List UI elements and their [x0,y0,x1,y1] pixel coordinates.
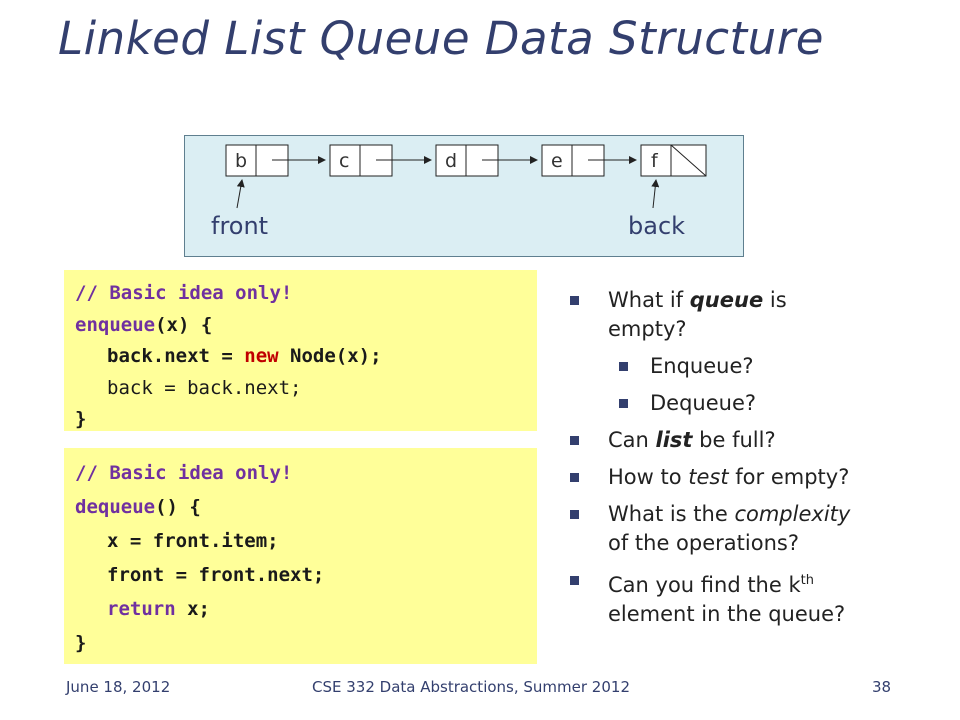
bullet-text: What is the [608,502,735,526]
keyword-new: new [244,345,279,367]
bullet-square-icon [619,362,628,371]
node-e: e [541,144,637,177]
node-label: d [445,150,457,172]
code-line: x = front.item; [107,530,279,552]
bullet-square-icon [570,436,579,445]
enqueue-code-block: // Basic idea only! enqueue(x) { back.ne… [64,270,537,431]
code-line: front = front.next; [107,564,325,586]
bullet-item: What if queue is empty? [570,286,950,344]
back-pointer-arrow [651,179,660,209]
function-name: enqueue [75,313,156,336]
code-close-brace: } [75,408,87,430]
code-signature: enqueue(x) { [75,310,537,342]
signature-rest: () { [155,496,201,518]
bullet-emphasis: queue [689,288,764,312]
linked-list-svg: b c d e f front back [211,144,707,240]
node-d: d [435,144,538,177]
footer-page-number: 38 [872,678,892,696]
node-c: c [329,144,432,177]
bullet-square-icon [570,576,579,585]
bullet-text: Enqueue? [650,354,754,378]
bullet-item: Can list be full? [570,426,950,455]
code-text: Node(x); [278,345,382,367]
code-close-brace: } [75,632,87,654]
slide-title: Linked List Queue Data Structure [58,12,824,65]
code-line: back.next = new Node(x); [75,341,537,373]
code-text: back.next = [107,345,245,367]
bullet-text: for empty? [728,465,850,489]
bullet-text: empty? [608,317,687,341]
bullet-item: Can you find the kth element in the queu… [570,566,950,629]
bullet-emphasis: list [655,428,693,452]
front-pointer-arrow [236,179,245,209]
null-pointer-slash [670,144,707,177]
code-signature: dequeue() { [75,490,537,524]
node-label: f [651,150,659,172]
bullet-item: What is the complexity of the operations… [570,500,950,558]
sub-bullet-item: Dequeue? [570,389,950,418]
linked-list-diagram: b c d e f front back [184,135,744,257]
bullet-item: How to test for empty? [570,463,950,492]
node-label: e [551,150,563,172]
code-line: return x; [75,592,537,626]
back-label: back [628,212,685,240]
node-f: f [640,144,707,177]
bullet-text: be full? [692,428,776,452]
function-name: dequeue [75,496,156,518]
bullet-square-icon [570,473,579,482]
node-b: b [225,144,326,177]
dequeue-code-block: // Basic idea only! dequeue() { x = fron… [64,448,537,664]
node-label: b [235,150,247,172]
bullet-square-icon [570,296,579,305]
front-label: front [211,212,268,240]
bullet-text: Can [608,428,656,452]
code-text: x; [175,598,210,620]
code-line: back = back.next; [107,376,302,399]
bullet-list: What if queue is empty? Enqueue? Dequeue… [570,286,950,629]
bullet-text: What if [608,288,690,312]
signature-rest: (x) { [155,313,213,336]
bullet-text: of the operations? [608,531,799,555]
bullet-square-icon [570,510,579,519]
bullet-square-icon [619,399,628,408]
bullet-text: How to [608,465,689,489]
node-label: c [339,150,349,172]
code-comment: // Basic idea only! [75,282,293,304]
sub-bullet-item: Enqueue? [570,352,950,381]
keyword-return: return [107,598,176,620]
bullet-text: element in the queue? [608,602,846,626]
bullet-emphasis: test [688,465,729,489]
bullet-text: is [763,288,787,312]
footer-course: CSE 332 Data Abstractions, Summer 2012 [312,678,630,696]
footer-date: June 18, 2012 [66,678,171,696]
bullet-superscript: th [800,573,814,588]
bullet-emphasis: complexity [734,502,851,526]
code-comment: // Basic idea only! [75,462,293,484]
bullet-text: Can you find the k [608,573,801,597]
bullet-text: Dequeue? [650,391,757,415]
